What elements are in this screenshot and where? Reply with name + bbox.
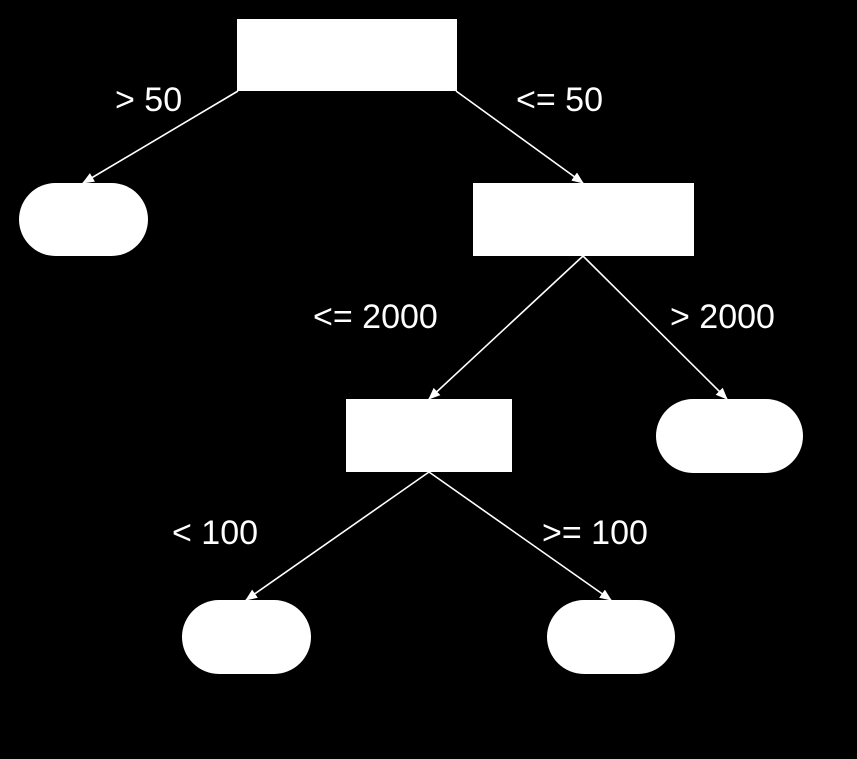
edge-root-to-leaf-left [82, 90, 239, 184]
node-mid [473, 183, 694, 256]
edge-low-to-leaf-bottom-right [428, 471, 612, 601]
edge-mid-to-leaf-right [582, 255, 728, 400]
node-leaf-bottom-left [182, 600, 311, 674]
edge-mid-to-low [428, 255, 584, 400]
edge-label-root-right: <= 50 [516, 81, 603, 119]
node-root [237, 19, 457, 91]
edges [82, 90, 728, 601]
edge-low-to-leaf-bottom-left [245, 471, 430, 601]
node-leaf-bottom-right [547, 600, 675, 674]
node-low [346, 399, 512, 472]
edge-label-mid-left: <= 2000 [313, 298, 438, 336]
node-leaf-left [19, 183, 148, 256]
nodes [19, 19, 803, 674]
edge-root-to-mid [455, 90, 584, 184]
node-leaf-right [656, 399, 803, 473]
edge-label-low-right: >= 100 [542, 514, 648, 552]
edge-label-low-left: < 100 [172, 514, 258, 552]
edge-label-mid-right: > 2000 [670, 298, 775, 336]
edge-labels: > 50 <= 50 <= 2000 > 2000 < 100 >= 100 [115, 81, 775, 552]
edge-label-root-left: > 50 [115, 81, 182, 119]
